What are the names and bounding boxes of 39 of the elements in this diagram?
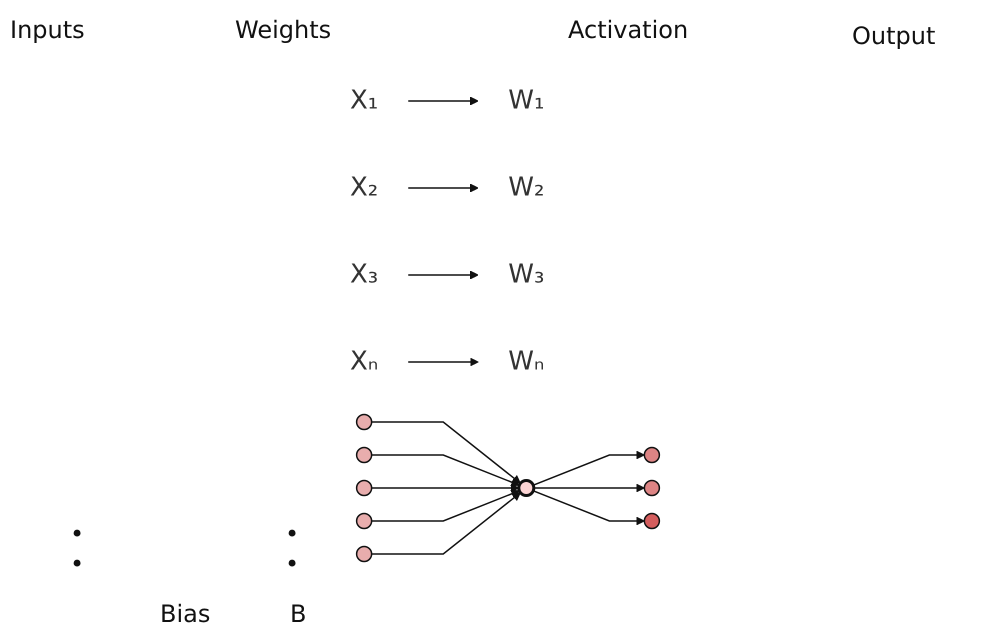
bias-label: Bias: [160, 600, 210, 628]
arrow: [408, 184, 479, 192]
arrow: [372, 492, 522, 555]
neuron-circle: [356, 446, 373, 464]
column-heading: Weights: [235, 16, 332, 44]
neuron-circle: [356, 480, 373, 496]
activation-neuron: [518, 479, 536, 497]
arrow: [408, 358, 479, 366]
arrow: [372, 454, 520, 486]
bias-label: B: [290, 600, 306, 628]
column-heading: Output: [852, 22, 936, 50]
arrow: [408, 96, 479, 106]
arrow: [408, 270, 479, 280]
neuron-circle: [356, 512, 373, 530]
ellipsis-dot: •: [285, 550, 300, 578]
variable-label: W₃: [508, 260, 545, 290]
neuron-circle: [644, 480, 660, 496]
ellipsis-dot: •: [285, 520, 300, 548]
variable-label: X₃: [350, 260, 379, 290]
arrow: [533, 450, 646, 486]
column-heading: Activation: [568, 16, 688, 44]
variable-label: X₂: [350, 172, 379, 202]
ellipsis-dot: •: [70, 520, 84, 548]
arrow: [372, 421, 522, 484]
neuron-circle: [644, 512, 660, 530]
neuron-circle: [644, 446, 660, 464]
column-heading: Inputs: [10, 16, 85, 44]
ellipsis-dot: •: [70, 550, 84, 578]
arrow: [534, 484, 646, 492]
arrow: [533, 490, 646, 526]
arrow: [372, 484, 520, 492]
arrow: [372, 490, 520, 522]
variable-label: Wₙ: [508, 346, 545, 376]
variable-label: W₁: [508, 86, 545, 116]
neuron-circle: [356, 546, 373, 562]
variable-label: Xₙ: [350, 346, 379, 376]
neuron-circle: [356, 414, 373, 430]
variable-label: X₁: [350, 86, 379, 116]
variable-label: W₂: [508, 172, 545, 202]
